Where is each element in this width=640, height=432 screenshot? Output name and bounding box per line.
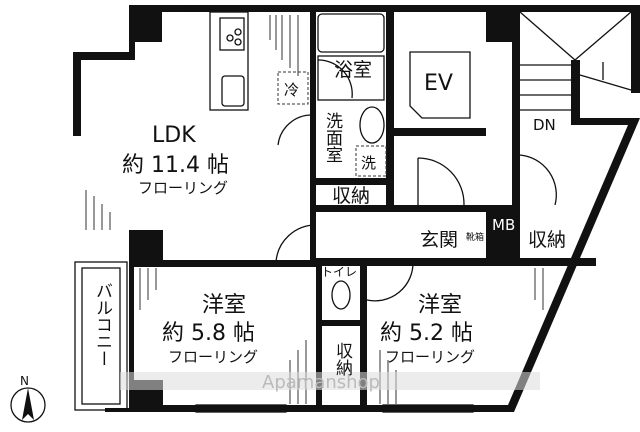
bedroom-west-size: 約 5.8 帖	[162, 321, 255, 346]
window	[382, 404, 474, 413]
fridge-label: 冷	[284, 81, 299, 99]
balcony-outline	[74, 261, 128, 411]
bedroom-east-size: 約 5.2 帖	[380, 321, 473, 346]
bedroom-west-label: 洋室	[202, 293, 246, 318]
storage-right-label: 収納	[528, 229, 566, 251]
svg-text:N: N	[20, 374, 29, 388]
washroom-label: 洗面室	[322, 112, 343, 163]
bedroom-east-label: 洋室	[418, 293, 462, 318]
kitchen-counter	[209, 11, 249, 111]
ldk-floor: フローリング	[138, 179, 228, 197]
ldk-size: 約 11.4 帖	[122, 153, 229, 178]
north-arrow-icon: N	[10, 374, 46, 423]
toilet-label: トイレ	[321, 265, 357, 279]
bedroom-west-floor: フローリング	[168, 348, 258, 366]
storage-mid-label: 収納	[332, 185, 370, 207]
closet-label: 収納	[332, 342, 353, 377]
shoe-box-label: 靴箱	[466, 231, 484, 243]
ldk-label: LDK	[152, 123, 196, 148]
stairs-down-label: DN	[533, 116, 556, 134]
bedroom-east-floor: フローリング	[385, 348, 475, 366]
stairs	[519, 11, 632, 111]
window	[195, 404, 287, 413]
washer-label: 洗	[361, 154, 376, 172]
entrance-label: 玄関	[420, 229, 458, 251]
watermark-band	[120, 372, 540, 390]
washer-space	[355, 145, 387, 177]
elevator-car	[409, 51, 471, 119]
balcony-label: バルコニー	[92, 282, 112, 367]
elevator-label: EV	[424, 71, 453, 96]
wash-basin	[359, 106, 385, 144]
meter-box-label: MB	[492, 216, 515, 234]
fridge-space	[277, 71, 309, 105]
bathtub	[317, 13, 385, 53]
watermark: Apamanshop	[262, 372, 380, 393]
toilet-bowl	[331, 280, 351, 310]
bath-label: 浴室	[334, 59, 372, 81]
